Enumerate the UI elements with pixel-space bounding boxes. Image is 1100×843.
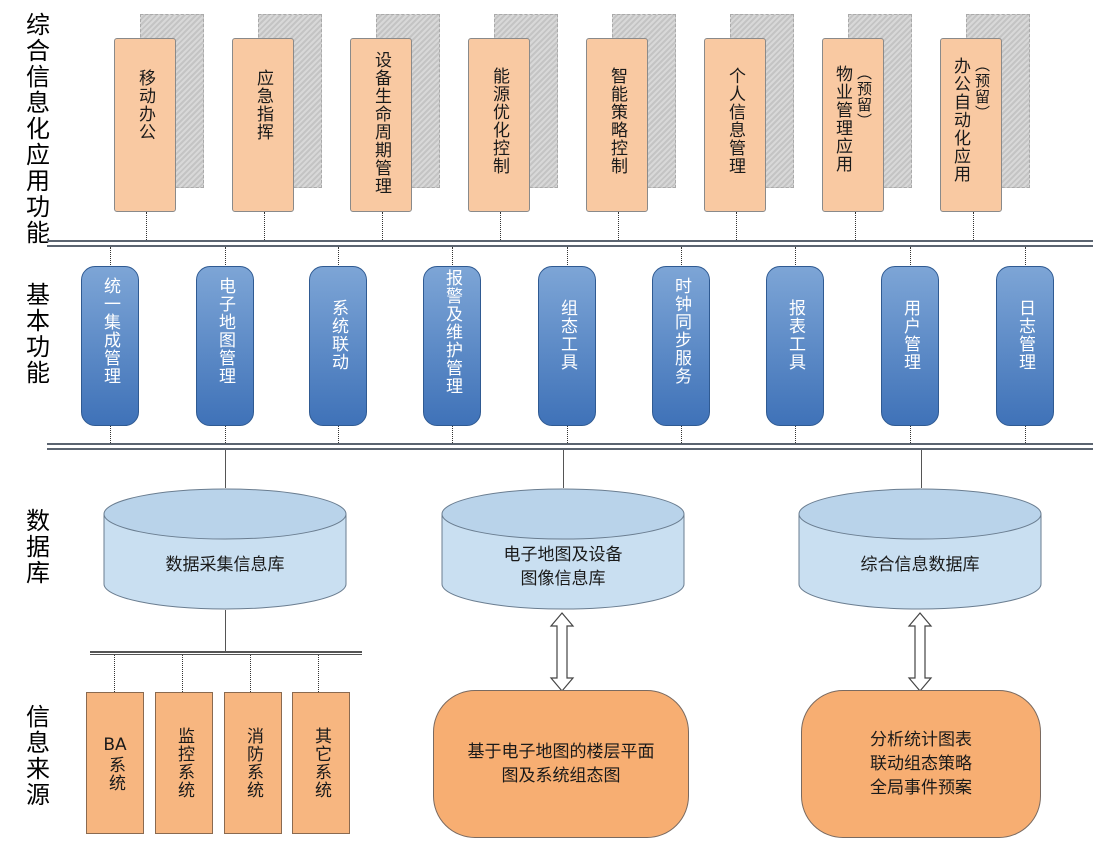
database-label-2: 图像信息库: [520, 569, 606, 589]
source-text: 基于电子地图的楼层平面: [467, 742, 655, 762]
connector: [973, 212, 974, 240]
cylinder-shape: [798, 488, 1042, 610]
connector: [250, 655, 251, 692]
connector: [855, 212, 856, 240]
fn-box-clock-sync: 时钟同步服务: [652, 266, 710, 426]
connector: [736, 212, 737, 240]
source-text: 全局事件预案: [870, 778, 972, 798]
layer-title-basic: 基本功能: [26, 281, 50, 387]
cylinder-shape: [441, 488, 685, 610]
source-other-system: 其它系统: [292, 692, 350, 834]
double-arrow-icon: [549, 612, 575, 692]
app-label: 移动办公: [135, 69, 155, 141]
source-bus-bar: [90, 651, 362, 655]
app-box-mobile-office: 移动办公: [114, 38, 176, 212]
app-box-smart-strategy: 智能策略控制: [586, 38, 648, 212]
database-label: 综合信息数据库: [860, 555, 980, 575]
app-label: 设备生命周期管理: [371, 51, 391, 195]
fn-label: 日志管理: [1015, 299, 1035, 371]
connector: [225, 450, 226, 488]
source-text: 联动组态策略: [870, 754, 972, 774]
fn-label: 统一集成管理: [100, 277, 120, 385]
source-emap-floor-plan: 基于电子地图的楼层平面 图及系统组态图: [433, 690, 689, 838]
fn-label: 组态工具: [557, 299, 577, 371]
source-monitoring-system: 监控系统: [155, 692, 213, 834]
fn-box-system-linkage: 系统联动: [309, 266, 367, 426]
database-label: 数据采集信息库: [165, 555, 285, 575]
basic-bus-bar: [47, 443, 1093, 450]
fn-box-unified-integration: 统一集成管理: [81, 266, 139, 426]
app-box-property-management: 物业管理应用 （预留）: [822, 38, 884, 212]
source-text: 分析统计图表: [870, 730, 972, 750]
fn-label: 用户管理: [900, 299, 920, 371]
app-bus-bar: [47, 240, 1093, 247]
connector: [563, 450, 564, 488]
source-text: 图及系统组态图: [501, 766, 621, 786]
source-label: 其它系统: [311, 727, 331, 799]
connector: [146, 212, 147, 240]
source-label: 消防系统: [243, 727, 263, 799]
fn-label: 报表工具: [785, 299, 805, 371]
connector: [500, 212, 501, 240]
layer-title-apps: 综合信息化应用功能: [26, 11, 50, 247]
app-label: 办公自动化应用: [950, 57, 970, 183]
source-ba-system: BA 系统: [86, 692, 144, 834]
fn-box-log-management: 日志管理: [996, 266, 1054, 426]
database-integrated-info: 综合信息数据库: [798, 488, 1042, 610]
fn-box-user-management: 用户管理: [881, 266, 939, 426]
fn-label: 系统联动: [328, 299, 348, 371]
source-analysis-strategy: 分析统计图表 联动组态策略 全局事件预案: [801, 690, 1041, 838]
app-box-equipment-lifecycle: 设备生命周期管理: [350, 38, 412, 212]
app-box-emergency-command: 应急指挥: [232, 38, 294, 212]
fn-box-configuration-tool: 组态工具: [538, 266, 596, 426]
app-note: （预留）: [973, 57, 991, 121]
double-arrow-icon: [907, 612, 933, 692]
layer-title-source: 信息来源: [26, 703, 50, 809]
connector: [382, 212, 383, 240]
connector: [618, 212, 619, 240]
source-fire-system: 消防系统: [224, 692, 282, 834]
app-box-energy-optimization: 能源优化控制: [468, 38, 530, 212]
source-label: 监控系统: [174, 727, 194, 799]
database-label: 电子地图及设备: [503, 545, 623, 565]
source-label-2: 系统: [105, 756, 125, 792]
app-box-office-automation: 办公自动化应用 （预留）: [940, 38, 1002, 212]
connector: [225, 610, 226, 652]
source-label: BA: [103, 735, 127, 755]
database-emap-image: 电子地图及设备 图像信息库: [441, 488, 685, 610]
fn-label: 电子地图管理: [215, 277, 235, 385]
fn-label: 报警及维护管理: [442, 269, 462, 395]
fn-box-report-tool: 报表工具: [766, 266, 824, 426]
connector: [921, 450, 922, 488]
layer-title-database: 数据库: [26, 507, 50, 587]
app-box-personal-info: 个人信息管理: [704, 38, 766, 212]
app-label: 应急指挥: [253, 69, 273, 141]
connector: [114, 655, 115, 692]
fn-box-alarm-maintenance: 报警及维护管理: [423, 266, 481, 426]
app-label: 个人信息管理: [725, 67, 745, 175]
fn-box-emap-management: 电子地图管理: [196, 266, 254, 426]
app-label: 智能策略控制: [607, 67, 627, 175]
connector: [182, 655, 183, 692]
app-label: 能源优化控制: [489, 67, 509, 175]
database-data-collection: 数据采集信息库: [103, 488, 347, 610]
app-label: 物业管理应用: [832, 65, 852, 173]
connector: [318, 655, 319, 692]
connector: [264, 212, 265, 240]
app-note: （预留）: [855, 65, 873, 129]
fn-label: 时钟同步服务: [671, 277, 691, 385]
cylinder-shape: [103, 488, 347, 610]
